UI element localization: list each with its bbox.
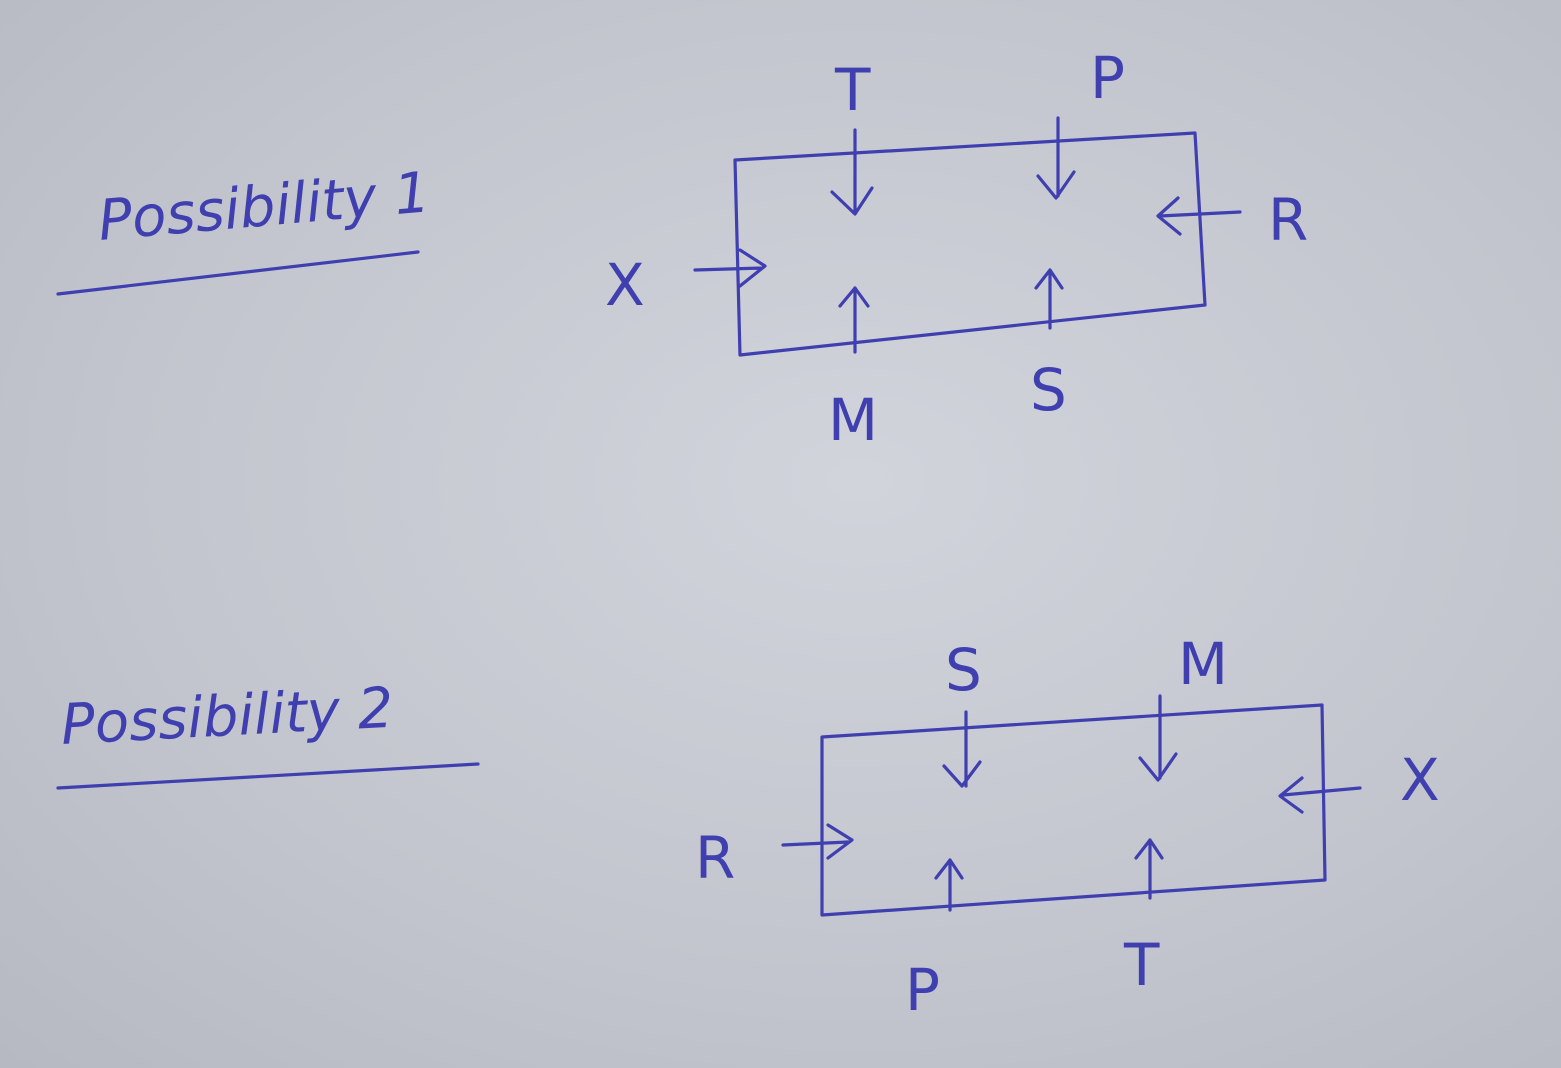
p1-bottom-label-1: M <box>828 386 878 454</box>
possibility-1-group: Possibility 1 T P M S X R <box>56 44 1308 454</box>
arrow-left-2-icon <box>781 823 854 860</box>
arrow-bottom-2-icon <box>1034 268 1064 330</box>
possibility-2-title: Possibility 2 <box>59 676 395 758</box>
p2-bottom-label-2: T <box>1123 931 1160 999</box>
arrow-right-icon <box>1156 196 1242 236</box>
p2-left-label: R <box>695 824 735 892</box>
possibility-2-group: Possibility 2 S M P T R X <box>56 630 1440 1024</box>
arrow-bottom-3-icon <box>934 858 964 912</box>
p2-right-label: X <box>1400 746 1440 814</box>
arrow-right-2-icon <box>1278 776 1362 814</box>
p2-top-label-1: S <box>945 636 982 704</box>
arrow-top-3-icon <box>942 710 982 788</box>
arrow-bottom-1-icon <box>838 286 870 354</box>
table-2-rectangle <box>820 703 1327 917</box>
arrow-top-1-icon <box>830 128 874 216</box>
possibility-1-underline <box>56 250 420 296</box>
p1-top-label-2: P <box>1090 44 1125 112</box>
p1-bottom-label-2: S <box>1030 356 1067 424</box>
p1-left-label: X <box>605 251 645 319</box>
p1-right-label: R <box>1268 186 1308 254</box>
table-1-rectangle <box>733 131 1207 357</box>
arrow-top-4-icon <box>1138 694 1178 782</box>
p2-bottom-label-1: P <box>905 956 940 1024</box>
arrow-left-icon <box>693 248 767 288</box>
arrow-top-2-icon <box>1036 116 1076 200</box>
p2-top-label-2: M <box>1178 630 1228 698</box>
possibility-1-title: Possibility 1 <box>96 160 433 254</box>
possibility-2-underline <box>56 762 480 790</box>
arrow-bottom-4-icon <box>1134 838 1164 900</box>
p1-top-label-1: T <box>834 56 871 124</box>
